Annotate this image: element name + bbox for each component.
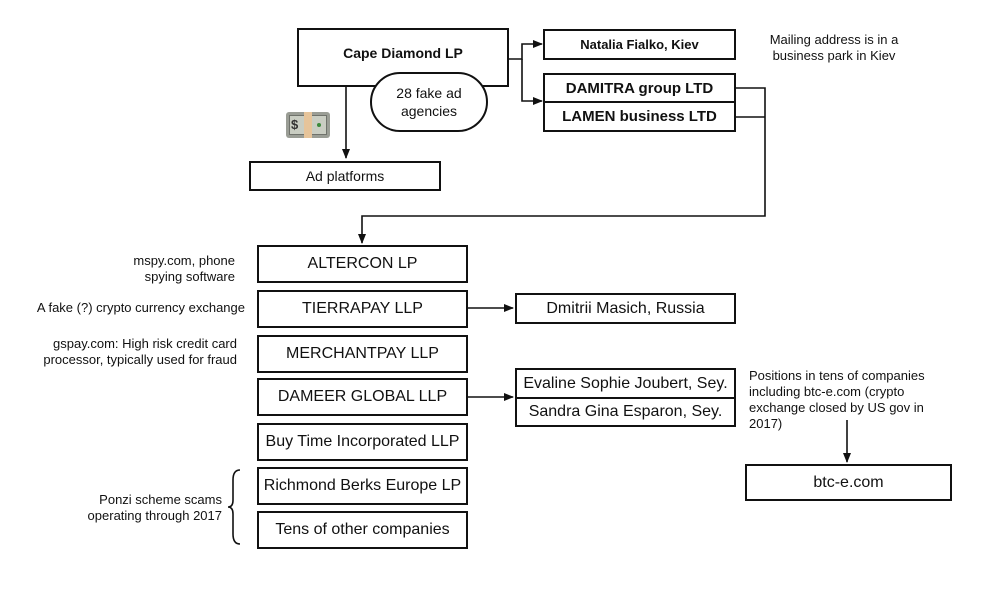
node-btce[interactable]: btc-e.com xyxy=(745,464,952,501)
note-crypto: A fake (?) crypto currency exchange xyxy=(36,300,245,315)
node-fake-ad-agencies[interactable]: 28 fake ad agencies xyxy=(370,72,488,132)
money-bag-icon: $ xyxy=(286,112,330,138)
node-dameer[interactable]: DAMEER GLOBAL LLP xyxy=(257,378,468,416)
note-mailing: Mailing address is in a business park in… xyxy=(769,32,899,63)
node-tierrapay[interactable]: TIERRAPAY LLP xyxy=(257,290,468,328)
node-altercon[interactable]: ALTERCON LP xyxy=(257,245,468,283)
connector-damitra-lamen xyxy=(358,87,766,244)
node-merchantpay[interactable]: MERCHANTPAY LLP xyxy=(257,335,468,373)
arrow-cape-to-damitra xyxy=(521,59,543,105)
node-sandra[interactable]: Sandra Gina Esparon, Sey. xyxy=(515,397,736,427)
node-tens-other[interactable]: Tens of other companies xyxy=(257,511,468,549)
note-ponzi: Ponzi scheme scams operating through 201… xyxy=(87,492,222,523)
node-lamen[interactable]: LAMEN business LTD xyxy=(543,101,736,132)
note-positions: Positions in tens of companies including… xyxy=(749,368,925,431)
brace-ponzi xyxy=(227,469,241,545)
arrow-cape-to-natalia xyxy=(508,40,543,60)
node-ad-platforms[interactable]: Ad platforms xyxy=(249,161,441,191)
node-natalia[interactable]: Natalia Fialko, Kiev xyxy=(543,29,736,60)
node-evaline[interactable]: Evaline Sophie Joubert, Sey. xyxy=(515,368,736,399)
note-mspy: mspy.com, phone spying software xyxy=(133,253,235,284)
node-buytime[interactable]: Buy Time Incorporated LLP xyxy=(257,423,468,461)
node-richmond[interactable]: Richmond Berks Europe LP xyxy=(257,467,468,505)
node-damitra[interactable]: DAMITRA group LTD xyxy=(543,73,736,103)
node-dmitrii[interactable]: Dmitrii Masich, Russia xyxy=(515,293,736,324)
note-gspay: gspay.com: High risk credit card process… xyxy=(43,336,237,367)
